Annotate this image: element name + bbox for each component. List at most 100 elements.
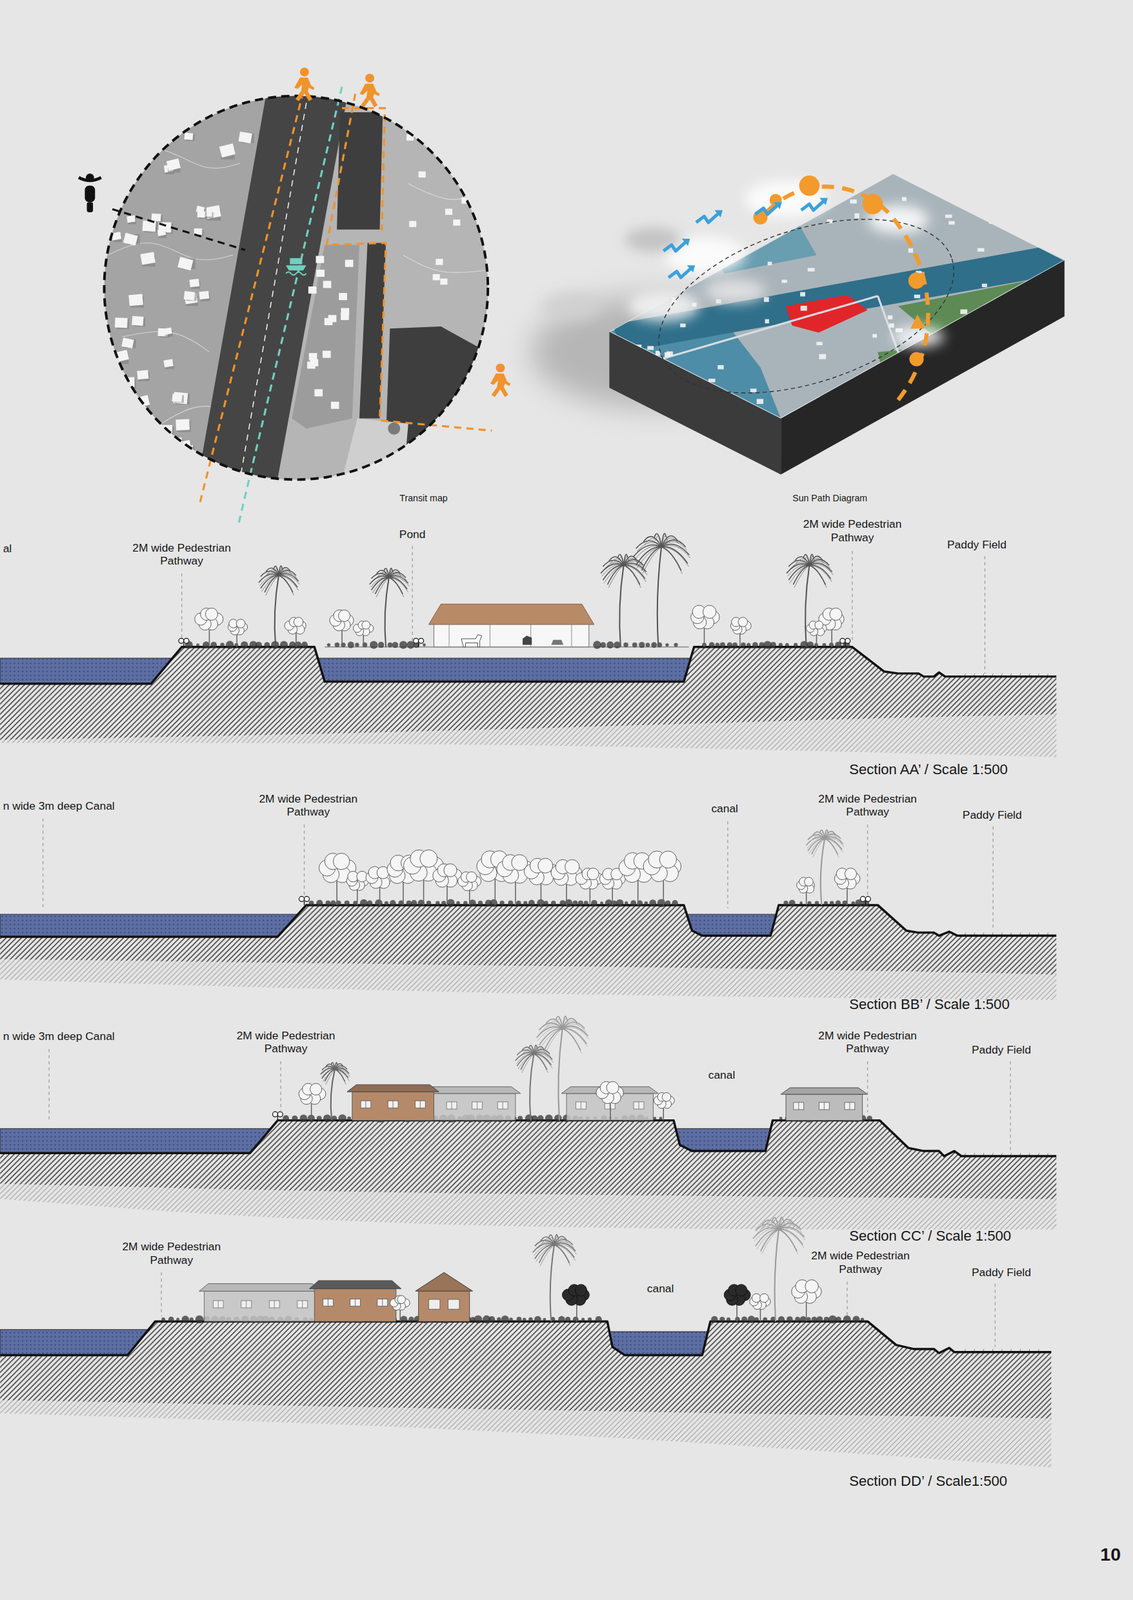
shrub bbox=[822, 643, 827, 648]
tree-crown bbox=[659, 851, 677, 868]
tree-symbol bbox=[284, 617, 306, 648]
shrub bbox=[778, 642, 783, 647]
section-annotation: n wide 3m deep Canal bbox=[3, 799, 115, 813]
lamp-head bbox=[845, 638, 851, 644]
shrub bbox=[195, 1315, 204, 1324]
shrub bbox=[592, 640, 602, 650]
cloud bbox=[704, 278, 766, 304]
building bbox=[452, 219, 461, 226]
shrub bbox=[392, 641, 399, 648]
boat-icon bbox=[285, 258, 307, 275]
shrub bbox=[785, 643, 790, 648]
house-window bbox=[269, 1300, 280, 1308]
person-body bbox=[359, 83, 380, 108]
palm-trunk bbox=[558, 1028, 562, 1121]
shrub bbox=[446, 899, 455, 908]
tree-symbol bbox=[458, 871, 482, 906]
water-texture bbox=[675, 1128, 771, 1152]
palm-frond bbox=[554, 1238, 568, 1245]
leader-line bbox=[867, 1061, 868, 1113]
water-texture bbox=[687, 914, 777, 936]
palm-frond bbox=[389, 569, 401, 578]
shrub bbox=[488, 1316, 495, 1323]
water-body bbox=[0, 914, 299, 937]
building bbox=[156, 127, 168, 137]
leader-line bbox=[160, 1272, 162, 1317]
shrub bbox=[600, 641, 606, 648]
palm-frond bbox=[389, 576, 410, 587]
building-shadow bbox=[109, 417, 118, 424]
house-symbol bbox=[780, 1087, 868, 1121]
tree-symbol bbox=[329, 609, 354, 647]
building bbox=[409, 220, 417, 227]
subsoil-hatch bbox=[0, 647, 1057, 758]
lamp-head bbox=[418, 638, 424, 644]
subsoil-hatch bbox=[0, 1120, 1057, 1230]
house-window bbox=[497, 1102, 508, 1110]
palm-frond bbox=[533, 1047, 539, 1055]
leader-line bbox=[727, 821, 728, 908]
walking-route bbox=[200, 79, 306, 502]
shrub bbox=[866, 1115, 872, 1121]
shrub bbox=[360, 899, 368, 908]
shrub bbox=[399, 640, 408, 649]
boat-route bbox=[238, 86, 342, 522]
shrub bbox=[161, 1317, 166, 1322]
shrub bbox=[347, 1116, 351, 1121]
site-house bbox=[763, 297, 770, 302]
shrub bbox=[779, 1116, 783, 1121]
palm-frond bbox=[540, 1245, 555, 1267]
water-body bbox=[675, 1128, 771, 1152]
palm-trunk bbox=[529, 1054, 534, 1121]
shrub bbox=[591, 900, 598, 907]
palm-trunk bbox=[774, 1229, 779, 1322]
tree-crown bbox=[661, 1092, 672, 1103]
building bbox=[238, 131, 253, 144]
shrub bbox=[595, 1316, 602, 1323]
contour-line bbox=[107, 243, 233, 261]
sun-position bbox=[908, 272, 925, 289]
building-shadow bbox=[158, 443, 170, 453]
site-house bbox=[854, 213, 859, 219]
sun-path-diagram bbox=[531, 173, 1065, 475]
soil-hatch bbox=[0, 1120, 1057, 1200]
house-window bbox=[472, 1102, 483, 1110]
building-shadow bbox=[158, 129, 170, 139]
site-house bbox=[655, 370, 661, 375]
shrub bbox=[645, 642, 651, 648]
shrub bbox=[367, 900, 373, 906]
shrub bbox=[741, 1316, 748, 1323]
palm-trunk bbox=[550, 1245, 555, 1323]
shrub bbox=[516, 1316, 522, 1323]
water-body bbox=[609, 1331, 708, 1355]
shrub bbox=[747, 1315, 755, 1323]
tree-crown bbox=[804, 877, 814, 887]
shrub bbox=[456, 901, 461, 906]
soil-hatch bbox=[0, 647, 1057, 741]
section-title: Section CC’ / Scale 1:500 bbox=[849, 1227, 1012, 1246]
palm-frond bbox=[661, 538, 679, 548]
ground-line bbox=[0, 1120, 1057, 1157]
tree-symbol bbox=[596, 1081, 624, 1121]
palm-frond bbox=[521, 1054, 535, 1073]
house-window bbox=[428, 1299, 440, 1310]
palm-frond bbox=[809, 556, 815, 566]
ground-section bbox=[0, 1016, 1057, 1230]
palm-frond bbox=[554, 1245, 570, 1264]
shed-post bbox=[449, 624, 450, 648]
shrub bbox=[369, 640, 378, 649]
building-shadow bbox=[127, 148, 139, 158]
building-shadow bbox=[123, 432, 135, 441]
contour-line bbox=[408, 183, 481, 200]
shrub bbox=[534, 1316, 542, 1324]
shrub bbox=[300, 1114, 308, 1123]
building bbox=[345, 260, 354, 268]
building bbox=[177, 256, 193, 271]
shrub bbox=[558, 1316, 566, 1324]
house-wall bbox=[785, 1094, 863, 1121]
palm-frond bbox=[534, 1245, 555, 1260]
shrub bbox=[829, 900, 835, 906]
shrub bbox=[665, 900, 671, 906]
palm-frond bbox=[824, 835, 843, 842]
palm-frond bbox=[778, 1221, 795, 1230]
